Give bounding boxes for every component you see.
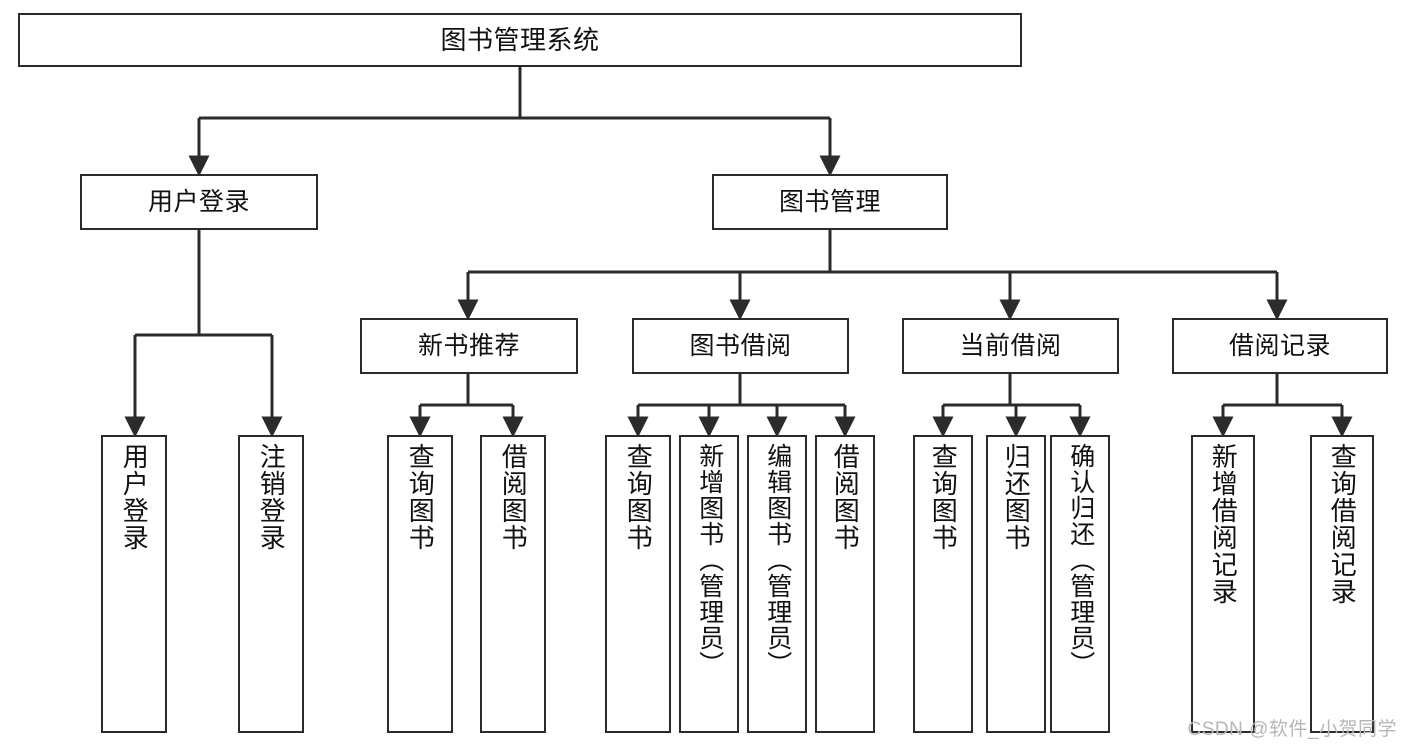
node-leaf-add-book-admin-label: 新增图书（管理员） — [695, 443, 724, 677]
node-leaf-query-borrow-record[interactable]: 查询借阅记录 — [1310, 435, 1374, 733]
node-leaf-edit-book-admin[interactable]: 编辑图书（管理员） — [747, 435, 807, 733]
node-leaf-query-books-current[interactable]: 查询图书 — [913, 435, 973, 733]
node-leaf-query-books-rec-label: 查询图书 — [405, 443, 436, 551]
node-root[interactable]: 图书管理系统 — [18, 13, 1022, 67]
node-leaf-query-books-rec[interactable]: 查询图书 — [387, 435, 453, 733]
node-borrow-record[interactable]: 借阅记录 — [1172, 318, 1388, 374]
node-leaf-confirm-return-admin[interactable]: 确认归还（管理员） — [1050, 435, 1110, 733]
node-leaf-user-login[interactable]: 用户登录 — [101, 435, 167, 733]
node-leaf-borrow-book[interactable]: 借阅图书 — [815, 435, 875, 733]
node-leaf-query-borrow-record-label: 查询借阅记录 — [1327, 443, 1358, 605]
node-leaf-user-login-label: 用户登录 — [119, 443, 150, 551]
node-book-management[interactable]: 图书管理 — [712, 174, 948, 230]
node-leaf-return-book[interactable]: 归还图书 — [986, 435, 1046, 733]
node-leaf-borrow-book-label: 借阅图书 — [830, 443, 861, 551]
node-leaf-add-borrow-record-label: 新增借阅记录 — [1208, 443, 1239, 605]
node-new-book-recommend[interactable]: 新书推荐 — [360, 318, 578, 374]
node-book-borrow[interactable]: 图书借阅 — [632, 318, 849, 374]
node-leaf-query-books-current-label: 查询图书 — [928, 443, 959, 551]
node-book-borrow-label: 图书借阅 — [689, 331, 792, 360]
node-leaf-confirm-return-admin-label: 确认归还（管理员） — [1066, 443, 1095, 677]
node-current-borrow-label: 当前借阅 — [959, 331, 1062, 360]
node-leaf-edit-book-admin-label: 编辑图书（管理员） — [763, 443, 792, 677]
node-leaf-borrow-books-rec-label: 借阅图书 — [498, 443, 529, 551]
node-leaf-user-logout-label: 注销登录 — [256, 443, 287, 551]
node-root-label: 图书管理系统 — [440, 24, 600, 55]
node-user-login[interactable]: 用户登录 — [80, 174, 318, 230]
node-leaf-add-borrow-record[interactable]: 新增借阅记录 — [1191, 435, 1255, 733]
node-borrow-record-label: 借阅记录 — [1228, 331, 1331, 360]
node-leaf-return-book-label: 归还图书 — [1001, 443, 1032, 551]
node-leaf-query-books-borrow-label: 查询图书 — [623, 443, 654, 551]
node-leaf-add-book-admin[interactable]: 新增图书（管理员） — [679, 435, 739, 733]
node-new-book-recommend-label: 新书推荐 — [417, 331, 520, 360]
node-user-login-label: 用户登录 — [147, 187, 250, 216]
watermark: CSDN @软件_小贺同学 — [1187, 719, 1397, 740]
node-leaf-query-books-borrow[interactable]: 查询图书 — [605, 435, 671, 733]
node-current-borrow[interactable]: 当前借阅 — [902, 318, 1119, 374]
node-leaf-user-logout[interactable]: 注销登录 — [238, 435, 304, 733]
node-leaf-borrow-books-rec[interactable]: 借阅图书 — [480, 435, 546, 733]
node-book-management-label: 图书管理 — [778, 187, 881, 216]
